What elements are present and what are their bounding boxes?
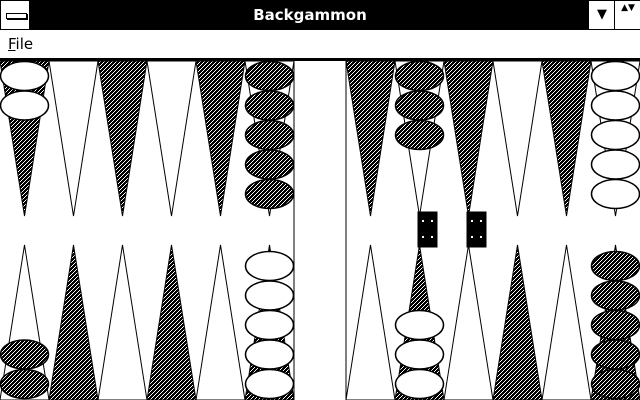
white-checker[interactable] xyxy=(244,368,295,400)
dark-checker[interactable] xyxy=(0,339,50,370)
dark-checker[interactable] xyxy=(244,119,295,151)
white-checker[interactable] xyxy=(244,339,295,370)
point-top[interactable] xyxy=(195,61,246,217)
checkers-layer xyxy=(0,61,640,400)
die-face xyxy=(466,211,487,248)
white-checker[interactable] xyxy=(590,149,640,180)
point-bottom[interactable] xyxy=(492,244,543,400)
white-checker[interactable] xyxy=(244,280,295,311)
die-pip xyxy=(422,236,424,238)
minimize-button[interactable]: ▼ xyxy=(588,0,616,30)
dark-checker[interactable] xyxy=(590,309,640,341)
point-top[interactable] xyxy=(443,61,494,217)
dark-checker[interactable] xyxy=(0,368,50,400)
white-checker[interactable] xyxy=(590,178,640,210)
dark-checker[interactable] xyxy=(590,339,640,370)
point-top[interactable] xyxy=(97,61,148,217)
dark-checker[interactable] xyxy=(590,250,640,282)
dark-checker[interactable] xyxy=(590,280,640,311)
white-checker[interactable] xyxy=(244,309,295,341)
die[interactable] xyxy=(417,211,438,248)
menu-file[interactable]: File xyxy=(8,35,34,53)
dark-checker[interactable] xyxy=(394,119,445,151)
dark-checker[interactable] xyxy=(590,368,640,400)
point-top[interactable] xyxy=(541,61,592,217)
die-pip xyxy=(431,220,433,222)
die-pip xyxy=(471,220,473,222)
die-pip xyxy=(471,236,473,238)
dark-checker[interactable] xyxy=(394,61,445,92)
point-bottom[interactable] xyxy=(146,244,197,400)
point-bottom[interactable] xyxy=(97,244,148,400)
dark-checker[interactable] xyxy=(244,90,295,121)
die-pip xyxy=(422,220,424,222)
white-checker[interactable] xyxy=(590,61,640,92)
die-face xyxy=(417,211,438,248)
white-checker[interactable] xyxy=(394,339,445,370)
title-bar: Backgammon ▼ ▲▼ xyxy=(0,0,640,30)
white-checker[interactable] xyxy=(0,90,50,121)
dice-layer xyxy=(417,211,487,248)
point-bottom[interactable] xyxy=(195,244,246,400)
system-menu-bar-glyph xyxy=(6,13,27,19)
white-checker[interactable] xyxy=(244,250,295,282)
white-checker[interactable] xyxy=(394,309,445,341)
white-checker[interactable] xyxy=(0,61,50,92)
white-checker[interactable] xyxy=(590,119,640,151)
maximize-button[interactable]: ▲▼ xyxy=(614,0,640,30)
board-points xyxy=(0,61,640,400)
point-bottom[interactable] xyxy=(443,244,494,400)
point-top[interactable] xyxy=(146,61,197,217)
point-top[interactable] xyxy=(48,61,99,217)
dark-checker[interactable] xyxy=(244,149,295,180)
die-pip xyxy=(431,236,433,238)
board-bar xyxy=(293,61,347,400)
die-pip xyxy=(480,236,482,238)
point-bottom[interactable] xyxy=(48,244,99,400)
die-pip xyxy=(480,220,482,222)
menu-bar: File xyxy=(0,30,640,61)
system-menu-icon[interactable] xyxy=(0,0,30,30)
white-checker[interactable] xyxy=(590,90,640,121)
point-top[interactable] xyxy=(492,61,543,217)
die[interactable] xyxy=(466,211,487,248)
backgammon-board[interactable] xyxy=(0,61,640,400)
point-bottom[interactable] xyxy=(345,244,396,400)
white-checker[interactable] xyxy=(394,368,445,400)
dark-checker[interactable] xyxy=(244,61,295,92)
point-top[interactable] xyxy=(345,61,396,217)
point-bottom[interactable] xyxy=(541,244,592,400)
dark-checker[interactable] xyxy=(244,178,295,210)
window-title: Backgammon xyxy=(253,6,367,24)
dark-checker[interactable] xyxy=(394,90,445,121)
